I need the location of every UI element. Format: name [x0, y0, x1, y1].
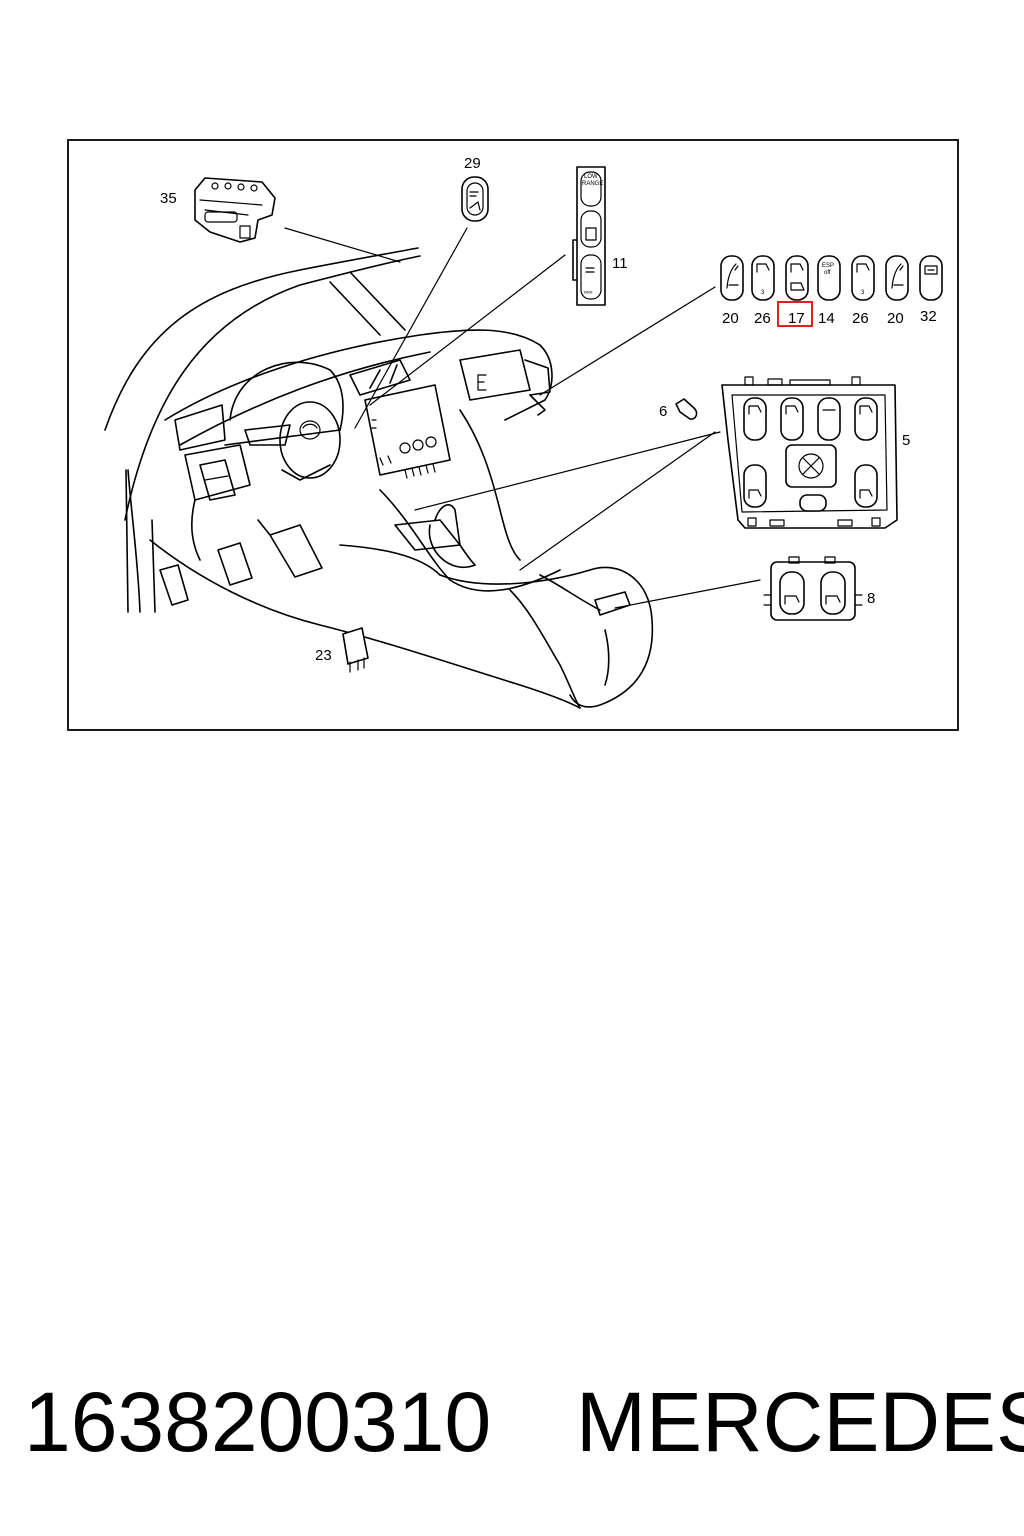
- brand-name: MERCEDES: [576, 1375, 1024, 1469]
- callout-26-left: 26: [754, 310, 771, 327]
- part-35-module[interactable]: [194, 177, 276, 243]
- part-26-window-switch-left[interactable]: 3: [751, 255, 775, 301]
- callout-14: 14: [818, 310, 835, 327]
- callout-23: 23: [315, 647, 332, 664]
- callout-6: 6: [659, 403, 667, 420]
- callout-20-right: 20: [887, 310, 904, 327]
- callout-26-right: 26: [852, 310, 869, 327]
- switch-3-left-label: 3: [761, 290, 765, 296]
- switch-row: 3 ESP off 3: [720, 255, 943, 327]
- parts-diagram: LOW RANGE ∞∞ 3 ESP off: [67, 139, 959, 731]
- bottom-label: ∞∞: [584, 290, 593, 296]
- part-8-double-switch[interactable]: [763, 556, 863, 621]
- range-label: RANGE: [582, 181, 603, 187]
- part-number: 1638200310: [24, 1375, 492, 1469]
- part-20-seat-heater-switch-right[interactable]: [885, 255, 909, 301]
- highlight-box-17: [777, 301, 813, 327]
- part-32-switch[interactable]: [919, 255, 943, 301]
- part-20-seat-heater-switch-left[interactable]: [720, 255, 744, 301]
- leader-lines: [284, 227, 761, 609]
- callout-20-left: 20: [722, 310, 739, 327]
- part-23-relay[interactable]: [342, 627, 369, 673]
- esp-label: ESP: [822, 263, 834, 269]
- part-17-window-switch[interactable]: [785, 255, 809, 301]
- part-26-window-switch-right[interactable]: 3: [851, 255, 875, 301]
- callout-35: 35: [160, 190, 177, 207]
- footer: 1638200310 MERCEDES: [0, 1372, 1024, 1472]
- diagram-frame: [67, 139, 959, 731]
- off-label: off: [824, 270, 831, 276]
- low-label: LOW: [584, 174, 598, 180]
- dashboard-drawing: [104, 247, 654, 709]
- part-14-esp-off-switch[interactable]: ESP off: [817, 255, 841, 301]
- callout-8: 8: [867, 590, 875, 607]
- callout-29: 29: [464, 155, 481, 172]
- callout-32: 32: [920, 308, 937, 325]
- part-5-switch-panel[interactable]: [721, 376, 898, 529]
- switch-3-right-label: 3: [861, 290, 865, 296]
- callout-labels: 35 29 11 20 26 17 14 26 20 32 6 5 8 23: [160, 155, 937, 664]
- callout-17[interactable]: 17: [788, 310, 805, 327]
- part-29-switch[interactable]: [461, 176, 489, 222]
- callout-11: 11: [612, 255, 628, 272]
- callout-5: 5: [902, 432, 910, 449]
- part-11-switch-panel[interactable]: LOW RANGE ∞∞: [572, 166, 606, 306]
- part-6-bulb[interactable]: [675, 398, 698, 420]
